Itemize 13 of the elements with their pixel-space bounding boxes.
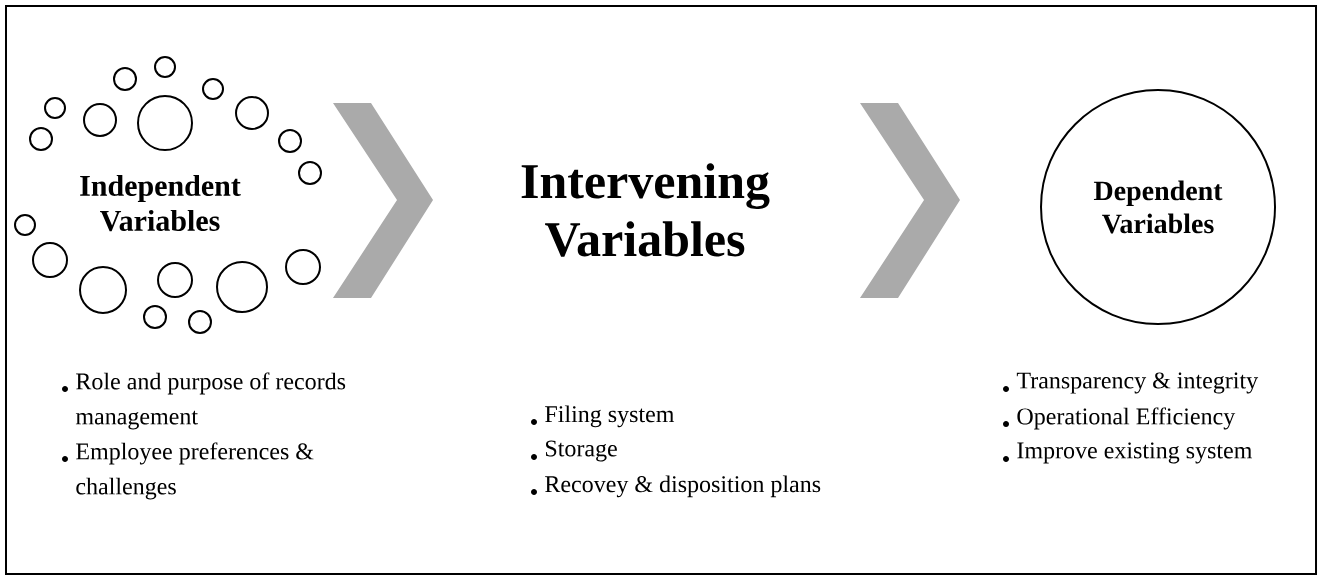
bullet-item: Recovey & disposition plans <box>531 475 821 498</box>
bullet-item: Employee preferences & challenges <box>62 442 314 500</box>
bullet-item: Filing system <box>531 405 675 428</box>
bullet-item: Transparency & integrity <box>1003 372 1259 394</box>
bullet-item: Role and purpose of records management <box>62 372 346 430</box>
bullet-item: Improve existing system <box>1003 442 1252 464</box>
bullet-item: Operational Efficiency <box>1003 407 1236 430</box>
chevron-arrow <box>333 103 433 298</box>
heading: Intervening Variables <box>521 163 770 257</box>
bullet-item: Storage <box>531 440 617 462</box>
circle-node: Dependent Variables <box>1040 89 1276 325</box>
chevron-arrow <box>860 103 960 298</box>
heading: Independent Variables <box>80 174 241 232</box>
